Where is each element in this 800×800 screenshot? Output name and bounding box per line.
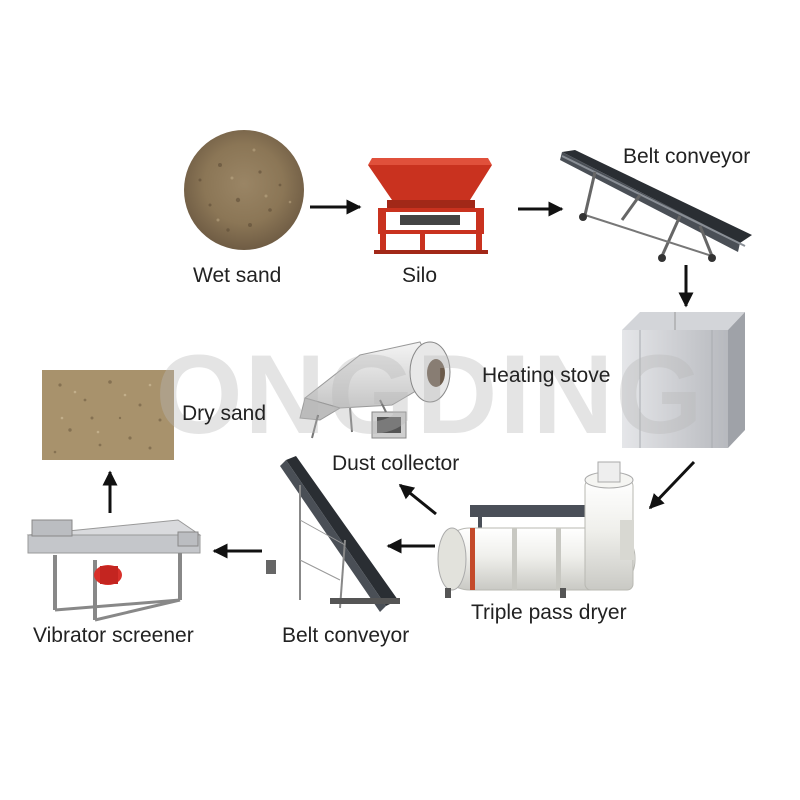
dry-sand-image xyxy=(42,370,174,460)
arrow-stove-to-dryer xyxy=(648,460,696,510)
triple-pass-dryer-machine xyxy=(437,461,636,598)
dust-collector-machine xyxy=(299,341,451,439)
label-wet-sand: Wet sand xyxy=(193,264,282,287)
label-belt-conveyor-1: Belt conveyor xyxy=(623,145,751,168)
heating-stove-machine xyxy=(622,312,745,448)
flow-arrows xyxy=(102,199,696,559)
label-heating-stove: Heating stove xyxy=(482,364,611,387)
watermark: ONGDING xyxy=(155,332,705,457)
arrow-dryer-to-dust xyxy=(398,483,437,516)
label-belt-conveyor-2: Belt conveyor xyxy=(282,624,410,647)
label-dry-sand: Dry sand xyxy=(182,402,267,425)
vibrator-screener-machine xyxy=(26,519,202,622)
wet-sand-image xyxy=(184,130,304,250)
belt-conveyor-1-machine xyxy=(560,150,752,262)
label-vibrator-screener: Vibrator screener xyxy=(33,624,194,647)
belt-conveyor-2-machine xyxy=(266,456,400,612)
silo-machine xyxy=(368,158,492,254)
label-dust-collector: Dust collector xyxy=(332,452,460,475)
label-triple-pass-dryer: Triple pass dryer xyxy=(471,601,627,624)
label-silo: Silo xyxy=(402,264,438,287)
